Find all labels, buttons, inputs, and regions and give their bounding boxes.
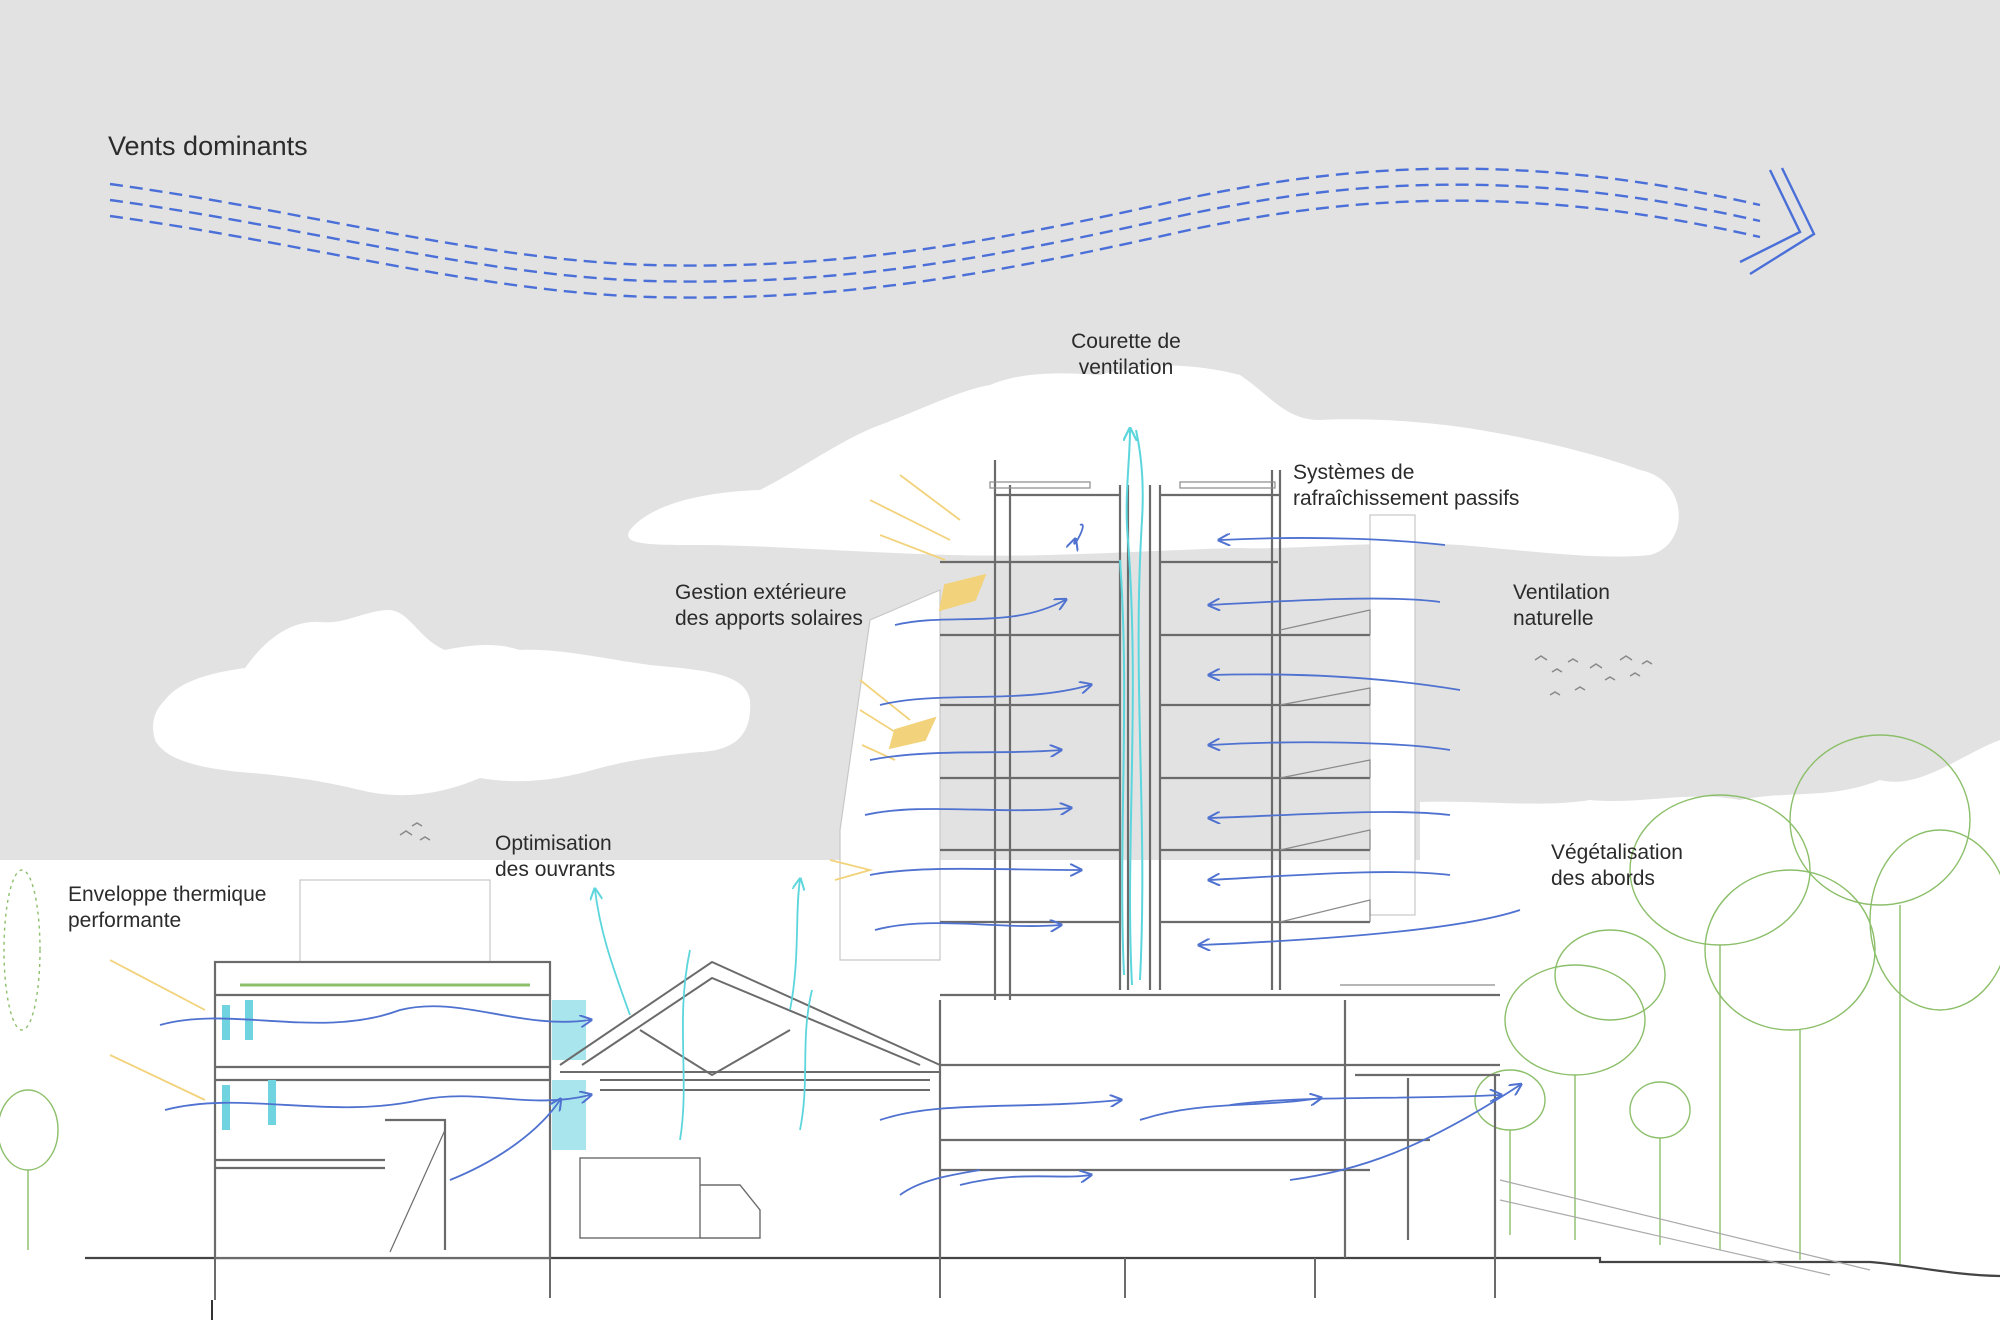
tree-left-icon bbox=[0, 869, 59, 1250]
solar-control-label-line1: Gestion extérieure bbox=[675, 581, 847, 604]
prevailing-wind-icon bbox=[109, 167, 1761, 299]
planting-label-line1: Végétalisation bbox=[1551, 841, 1683, 864]
tower-railings bbox=[989, 481, 1495, 986]
bird-icon bbox=[399, 655, 1653, 841]
central-hall bbox=[559, 960, 941, 1239]
tree-icon bbox=[1474, 734, 2000, 1265]
natural-ventilation-label-line2: naturelle bbox=[1513, 607, 1594, 630]
courette-label-line2: ventilation bbox=[1079, 356, 1174, 379]
natural-ventilation-label-line1: Ventilation bbox=[1513, 581, 1610, 604]
background-buildings bbox=[299, 514, 1416, 971]
courette-label-line1: Courette de bbox=[1071, 330, 1181, 353]
prevailing-winds-label: Vents dominants bbox=[108, 131, 308, 161]
solar-control-label-line2: des apports solaires bbox=[675, 607, 863, 630]
planting-label-line2: des abords bbox=[1551, 867, 1655, 890]
cloud-small bbox=[153, 610, 751, 796]
wind-arrowhead-icon bbox=[1739, 167, 1816, 276]
envelope-label-line1: Enveloppe thermique bbox=[68, 883, 266, 906]
openings-label-line2: des ouvrants bbox=[495, 858, 615, 881]
tower bbox=[938, 460, 1500, 1258]
left-building bbox=[213, 960, 552, 1260]
foundations bbox=[211, 1258, 1496, 1320]
passive-cooling-label-line1: Systèmes de bbox=[1293, 461, 1414, 484]
ground-line bbox=[85, 1179, 2000, 1278]
passive-cooling-label-line2: rafraîchissement passifs bbox=[1293, 487, 1519, 510]
natural-ventilation-arrows bbox=[159, 523, 1520, 1196]
annotations: Vents dominants Courette de ventilation … bbox=[68, 131, 1683, 932]
envelope-label-line2: performante bbox=[68, 909, 181, 932]
cloud-large bbox=[628, 365, 1679, 557]
openings-label-line1: Optimisation bbox=[495, 832, 612, 855]
roof-stack-air-flow bbox=[595, 880, 813, 1141]
sun-rays-icon bbox=[109, 474, 987, 1101]
courette-air-flow bbox=[1119, 430, 1144, 986]
